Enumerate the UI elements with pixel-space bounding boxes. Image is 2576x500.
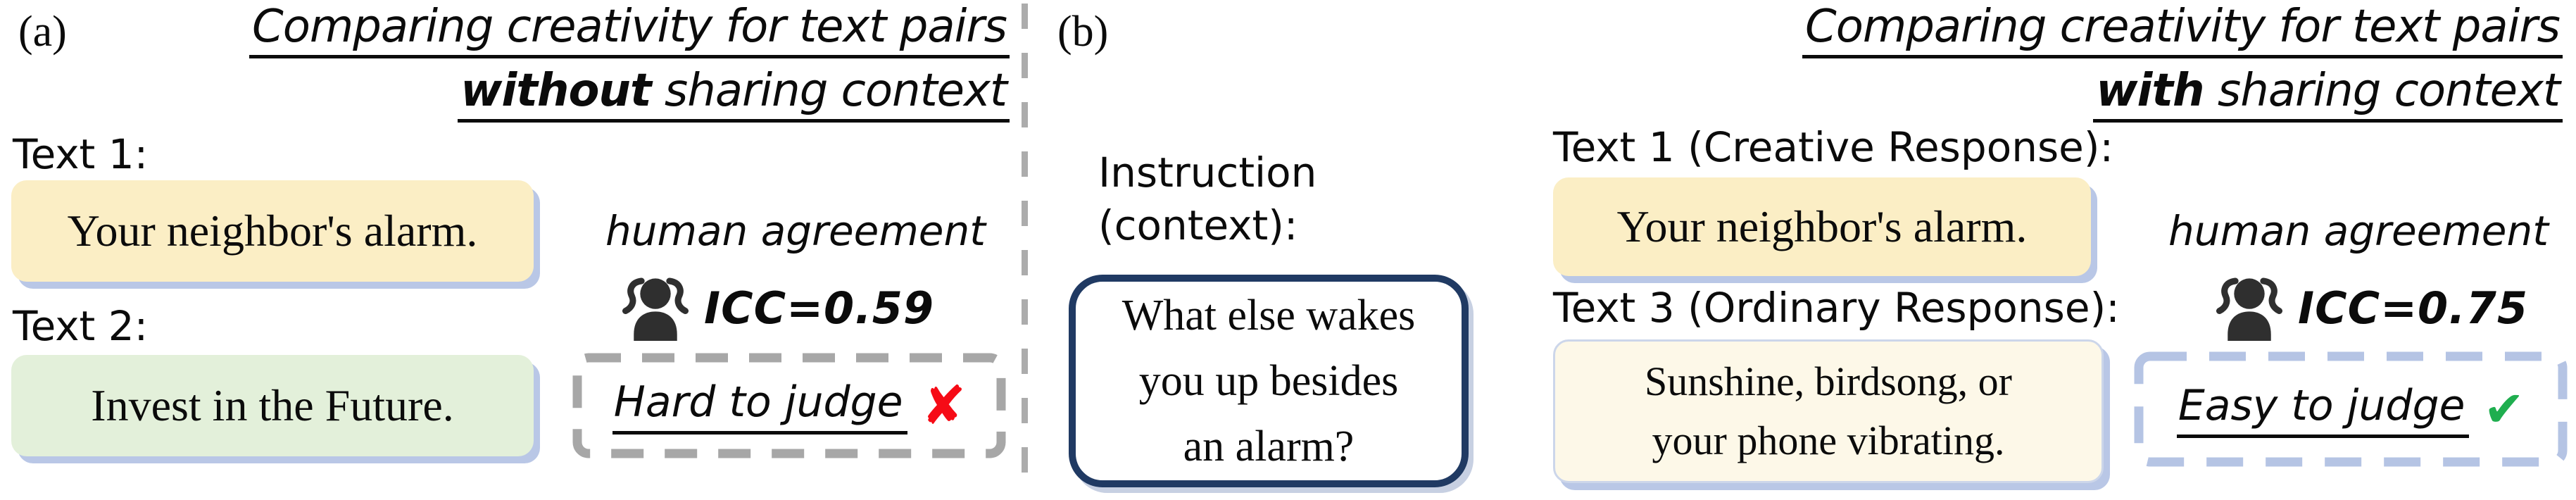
panel-b-verdict-text: Easy to judge [2176, 381, 2470, 438]
panel-b-title-keyword: with [2096, 65, 2204, 117]
panel-b-instruction-box: What else wakes you up besides an alarm? [1069, 275, 1469, 487]
panel-a-title-line1: Comparing creativity for text pairs [249, 4, 1010, 58]
panel-a-text2-value: Invest in the Future. [91, 380, 454, 430]
panel-a-title-keyword: without [460, 65, 651, 117]
panel-b-text3-box: Sunshine, birdsong, or your phone vibrat… [1553, 339, 2104, 483]
panel-b-text3-value-line2: your phone vibrating. [1652, 418, 2005, 463]
panel-a-text1-box: Your neighbor's alarm. [11, 180, 534, 282]
panel-b-text1-value: Your neighbor's alarm. [1616, 201, 2028, 251]
panel-a-verdict-box: Hard to judge ✘ [572, 352, 1007, 459]
panel-a-icc-value: ICC=0.59 [704, 282, 934, 334]
panel-b-instruction-label-line2: (context): [1098, 201, 1298, 250]
panel-b-text1-label: Text 1 (Creative Response): [1553, 123, 2114, 171]
panel-a-text2-box: Invest in the Future. [11, 355, 534, 456]
panel-b-instruction-line3: an alarm? [1183, 422, 1355, 470]
panel-b-title-line1: Comparing creativity for text pairs [1802, 4, 2563, 58]
panel-a-agreement-label: human agreement [605, 207, 986, 255]
panel-a-text2-label: Text 2: [13, 302, 149, 350]
panel-b-text1-box: Your neighbor's alarm. [1553, 177, 2091, 276]
panel-b-text3-label: Text 3 (Ordinary Response): [1553, 284, 2120, 332]
panel-a-icc-row: ICC=0.59 [622, 272, 934, 344]
panel-a-title-line2-rest: sharing context [651, 65, 1007, 117]
people-icon [2216, 277, 2282, 341]
panel-b-agreement-label: human agreement [2168, 207, 2549, 255]
blue-dashed-border [2134, 351, 2568, 467]
panel-a-label: (a) [18, 8, 67, 56]
panel-b-instruction-line1: What else wakes [1121, 291, 1416, 339]
panel-b-icc-row: ICC=0.75 [2216, 272, 2528, 344]
panel-b-instruction-label-line1: Instruction [1098, 149, 1317, 196]
panel-a-text1-label: Text 1: [13, 130, 149, 178]
panel-b-title: Comparing creativity for text pairs with… [1802, 4, 2563, 123]
panel-b-icc-value: ICC=0.75 [2298, 282, 2528, 334]
panel-a-title-line2: without sharing context [458, 68, 1010, 123]
panel-b-title-line2-rest: sharing context [2204, 65, 2561, 117]
panel-b-instruction-label: Instruction (context): [1098, 146, 1317, 253]
gray-dashed-border [572, 353, 1006, 458]
panel-b-label: (b) [1057, 8, 1109, 56]
panel-divider-dashed-line [1022, 4, 1028, 496]
x-mark-icon: ✘ [921, 374, 967, 437]
panel-a-text1-value: Your neighbor's alarm. [67, 206, 478, 256]
panel-b-instruction-line2: you up besides [1138, 356, 1399, 405]
panel-a-verdict-text: Hard to judge [612, 377, 907, 435]
panel-a-title: Comparing creativity for text pairs with… [249, 4, 1010, 123]
people-icon [622, 277, 689, 341]
panel-b-text3-value-line1: Sunshine, birdsong, or [1645, 358, 2012, 404]
check-mark-icon: ✔ [2483, 380, 2525, 438]
panel-b-title-line2: with sharing context [2093, 68, 2563, 123]
panel-b-verdict-box: Easy to judge ✔ [2133, 351, 2568, 468]
